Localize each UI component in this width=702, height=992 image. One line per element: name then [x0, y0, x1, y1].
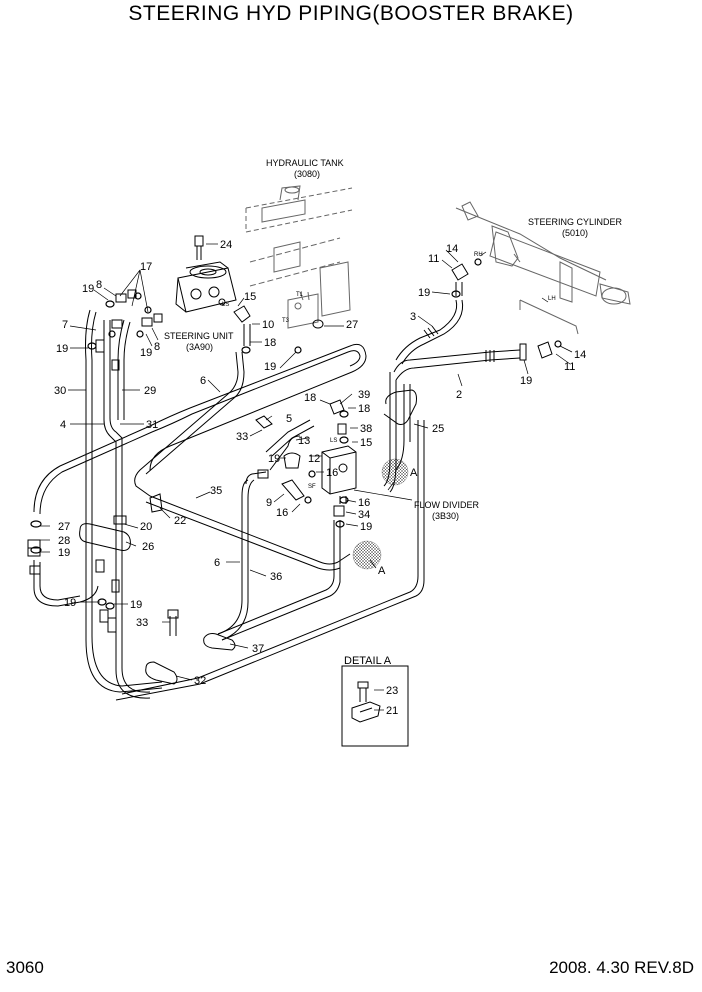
steering-unit-label: STEERING UNIT [164, 331, 234, 341]
leader-lines [40, 243, 573, 711]
port-label-t3: T3 [282, 318, 290, 324]
callout: 36 [270, 571, 282, 583]
callout: 35 [210, 485, 222, 497]
callout: 11 [564, 361, 575, 373]
callout: 28 [58, 535, 70, 547]
steering-unit-code: (3A90) [186, 342, 213, 352]
callout: 25 [432, 423, 444, 435]
callout: 19 [360, 521, 372, 533]
flow-divider-code: (3B30) [432, 511, 459, 521]
callout: 7 [62, 319, 68, 331]
callout: 20 [140, 521, 152, 533]
callout: 31 [146, 419, 158, 431]
callout: 19 [130, 599, 142, 611]
callout: 14 [574, 349, 586, 361]
callout: 19 [268, 453, 280, 465]
callout: 18 [264, 337, 276, 349]
callout: 16 [358, 497, 370, 509]
callout: 21 [386, 705, 398, 717]
callout: 19 [264, 361, 276, 373]
steering-cylinder-label: STEERING CYLINDER [528, 217, 623, 227]
callout: 6 [200, 375, 206, 387]
detail-a-title: DETAIL A [344, 655, 392, 667]
callout: 6 [214, 557, 220, 569]
steering-cylinder-code: (5010) [562, 228, 588, 238]
port-label-t1: T1 [296, 292, 304, 298]
hydraulic-tank-label: HYDRAULIC TANK [266, 158, 344, 168]
callout: 17 [140, 261, 152, 273]
callout: 33 [236, 431, 248, 443]
steering-cylinder-drawing [455, 201, 631, 335]
callout: 19 [64, 597, 76, 609]
callout: 24 [220, 239, 232, 251]
detail-a-ref-2: A [378, 565, 386, 577]
port-label-rh: RH [474, 252, 483, 258]
detail-a-marker-1 [381, 458, 409, 486]
port-label-ls-divider: LS [330, 438, 337, 444]
revision-date: 2008. 4.30 REV.8D [549, 958, 694, 977]
callout: 34 [358, 509, 370, 521]
port-label-sf: SF [308, 484, 316, 490]
callout: 8 [154, 341, 160, 353]
port-label-lh: LH [548, 296, 556, 302]
callout: 19 [140, 347, 152, 359]
callout: 19 [82, 283, 94, 295]
callout: 13 [298, 435, 310, 447]
callout: 26 [142, 541, 154, 553]
callout: 37 [252, 643, 264, 655]
steering-unit-drawing [175, 261, 237, 313]
callout: 19 [520, 375, 532, 387]
page-title: STEERING HYD PIPING(BOOSTER BRAKE) [128, 2, 574, 25]
callout: 12 [308, 453, 320, 465]
page-number: 3060 [6, 958, 44, 977]
callout: 15 [244, 291, 256, 303]
callout: 23 [386, 685, 398, 697]
callout: 5 [286, 413, 292, 425]
hydraulic-tank-drawing [245, 185, 353, 329]
callout: 2 [456, 389, 462, 401]
hydraulic-tank-code: (3080) [294, 169, 320, 179]
callout: 27 [58, 521, 70, 533]
callout: 38 [360, 423, 372, 435]
callout: 22 [174, 515, 186, 527]
callout: 9 [266, 497, 272, 509]
flow-divider-drawing [321, 445, 357, 504]
callout: 39 [358, 389, 370, 401]
callout: 11 [428, 253, 439, 265]
callout: 19 [56, 343, 68, 355]
detail-a-box [341, 665, 409, 747]
pipe-network [27, 235, 553, 701]
callout: 10 [262, 319, 274, 331]
detail-a-marker-2 [352, 540, 382, 570]
callout: 4 [60, 419, 66, 431]
callout: 16 [326, 467, 338, 479]
callout: 33 [136, 617, 148, 629]
flow-divider-label: FLOW DIVIDER [414, 500, 480, 510]
callout: 27 [346, 319, 358, 331]
callouts: 24 17 19 8 7 19 8 19 15 10 18 27 30 29 6… [54, 239, 586, 717]
callout: 3 [410, 311, 416, 323]
callout: 19 [58, 547, 70, 559]
callout: 32 [194, 675, 206, 687]
callout: 19 [418, 287, 430, 299]
callout: 18 [304, 392, 316, 404]
callout: 30 [54, 385, 66, 397]
detail-a-ref-1: A [410, 467, 418, 479]
callout: 16 [276, 507, 288, 519]
callout: 18 [358, 403, 370, 415]
callout: 29 [144, 385, 156, 397]
callout: 14 [446, 243, 458, 255]
callout: 15 [360, 437, 372, 449]
o-rings [30, 258, 562, 610]
callout: 8 [96, 279, 102, 291]
port-label-ls-unit: LS [222, 302, 229, 308]
